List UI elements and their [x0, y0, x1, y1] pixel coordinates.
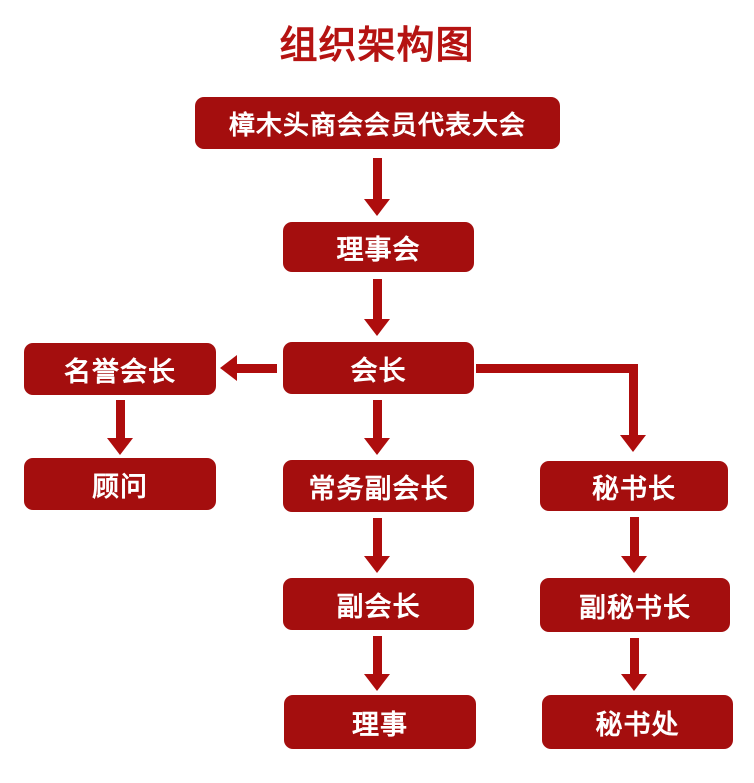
node-honorary-president: 名誉会长 — [24, 343, 216, 395]
node-president: 会长 — [283, 342, 474, 394]
arrow-head — [107, 438, 133, 455]
node-director: 理事 — [284, 695, 476, 749]
arrow-down-icon — [621, 517, 647, 573]
arrow-head — [621, 674, 647, 691]
arrow-head — [621, 556, 647, 573]
node-vice-president: 副会长 — [283, 578, 474, 630]
arrow-down-icon — [621, 638, 647, 691]
node-advisor: 顾问 — [24, 458, 216, 510]
arrow-shaft — [372, 279, 382, 319]
arrow-shaft — [629, 638, 639, 674]
arrow-head — [220, 355, 237, 381]
arrow-shaft — [237, 363, 277, 373]
arrow-head — [364, 438, 390, 455]
connector-horizontal-segment — [476, 364, 638, 373]
arrow-down-icon — [107, 400, 133, 455]
node-council: 理事会 — [283, 222, 474, 272]
arrow-shaft — [372, 158, 382, 199]
node-member-assembly: 樟木头商会会员代表大会 — [195, 97, 560, 149]
node-secretariat: 秘书处 — [542, 695, 733, 749]
arrow-down-icon — [364, 158, 390, 216]
arrow-down-icon — [364, 279, 390, 336]
arrow-shaft — [372, 518, 382, 556]
arrow-head — [364, 319, 390, 336]
arrow-shaft — [629, 517, 639, 556]
arrow-down-icon — [364, 400, 390, 455]
arrow-head — [364, 556, 390, 573]
arrow-left-icon — [220, 355, 277, 381]
node-secretary-general: 秘书长 — [540, 461, 728, 511]
arrow-head — [364, 199, 390, 216]
arrow-down-icon — [364, 636, 390, 691]
arrow-shaft — [372, 400, 382, 438]
arrow-down-icon — [364, 518, 390, 573]
node-deputy-secretary-general: 副秘书长 — [540, 578, 730, 632]
page-title: 组织架构图 — [279, 25, 475, 67]
connector-vertical-segment — [629, 364, 638, 435]
arrow-head — [620, 435, 646, 452]
arrow-head — [364, 674, 390, 691]
node-executive-vice-president: 常务副会长 — [283, 460, 474, 512]
arrow-shaft — [115, 400, 125, 438]
arrow-shaft — [372, 636, 382, 674]
